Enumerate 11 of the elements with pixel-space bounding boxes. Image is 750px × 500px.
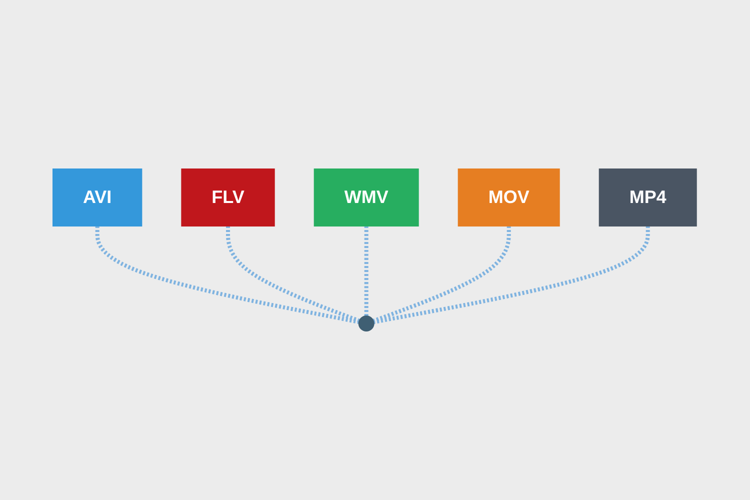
connector xyxy=(364,226,369,316)
node-box: AVI xyxy=(52,168,142,226)
node-box: MP4 xyxy=(599,168,698,226)
connector xyxy=(96,226,360,324)
node-box: MOV xyxy=(458,168,560,226)
connector xyxy=(373,226,512,323)
node-circle xyxy=(358,316,375,332)
connector xyxy=(374,226,650,324)
node-box: WMV xyxy=(314,168,420,226)
connector xyxy=(226,226,360,323)
node-box: FLV xyxy=(181,168,276,226)
